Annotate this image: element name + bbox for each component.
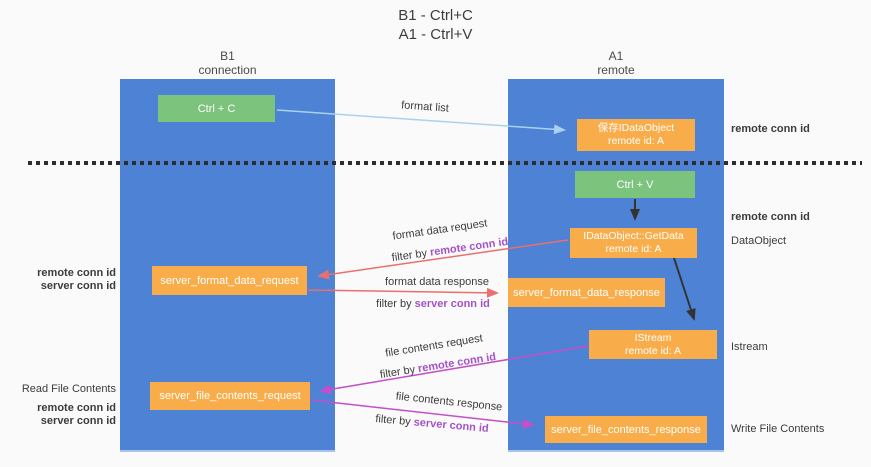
format-request-label: server_format_data_request — [160, 274, 299, 287]
istream-line1: IStream — [634, 331, 672, 344]
server-format-data-request-node: server_format_data_request — [152, 266, 307, 295]
server-format-data-response-node: server_format_data_response — [508, 278, 665, 307]
istream-line2: remote id: A — [624, 344, 682, 357]
file-response-label: server_file_contents_response — [551, 423, 701, 436]
arrow-format-data-response — [307, 287, 499, 298]
remote-conn-id-annotation: remote conn id — [37, 402, 116, 414]
lane-b1-name: B1 — [220, 49, 235, 63]
save-idataobject-line1: 保存IDataObject — [597, 122, 675, 134]
ctrl-c-label: Ctrl + C — [197, 102, 236, 115]
arrow-format-list — [276, 109, 566, 135]
istream-node: IStream remote id: A — [589, 330, 717, 359]
getdata-line2: remote id: A — [605, 243, 662, 255]
server-file-contents-response-node: server_file_contents_response — [545, 416, 707, 443]
file-request-label: server_file_contents_request — [159, 390, 301, 402]
title-line-2: A1 - Ctrl+V — [398, 26, 473, 43]
remote-conn-id-annotation: remote conn id — [37, 267, 116, 279]
arrow-getdata-to-istream — [673, 257, 696, 321]
arrow-format-data-request — [317, 239, 569, 280]
remote-conn-id-annotation: remote conn id — [731, 211, 810, 223]
diagram-title: B1 - Ctrl+C A1 - Ctrl+V — [0, 6, 871, 44]
lane-a1-role: remote — [597, 63, 635, 77]
server-file-contents-request-node: server_file_contents_request — [150, 382, 310, 410]
dataobject-annotation: DataObject — [731, 235, 787, 247]
format-response-filter-label: filter by server conn id — [376, 298, 490, 310]
read-file-contents-annotation: Read File Contents — [21, 383, 116, 395]
title-line-1: B1 - Ctrl+C — [398, 7, 473, 24]
filter-server-conn-id: server conn id — [414, 298, 490, 310]
ctrl-c-node: Ctrl + C — [158, 95, 275, 122]
getdata-line1: IDataObject::GetData — [583, 230, 684, 242]
arrow-file-contents-response — [310, 399, 535, 429]
format-data-response-arrow-label: format data response — [385, 276, 489, 288]
filter-prefix: filter by — [376, 298, 415, 310]
lane-header-a1: A1 remote — [508, 49, 724, 77]
lane-a1-name: A1 — [608, 49, 624, 63]
lane-b1-role: connection — [198, 63, 257, 77]
ctrl-v-label: Ctrl + V — [616, 178, 654, 191]
server-conn-id-annotation: server conn id — [40, 415, 116, 427]
server-conn-id-annotation: server conn id — [40, 280, 116, 292]
idataobject-getdata-node: IDataObject::GetData remote id: A — [570, 228, 697, 258]
istream-annotation: Istream — [731, 341, 768, 353]
lane-header-b1: B1 connection — [120, 49, 335, 77]
format-response-label: server_format_data_response — [513, 286, 660, 299]
ctrl-v-node: Ctrl + V — [575, 171, 695, 198]
save-idataobject-line2: remote id: A — [607, 135, 665, 147]
save-idataobject-node: 保存IDataObject remote id: A — [577, 119, 695, 151]
arrow-file-contents-request — [319, 345, 589, 395]
remote-conn-id-annotation: remote conn id — [731, 123, 810, 135]
write-file-contents-annotation: Write File Contents — [731, 423, 825, 435]
